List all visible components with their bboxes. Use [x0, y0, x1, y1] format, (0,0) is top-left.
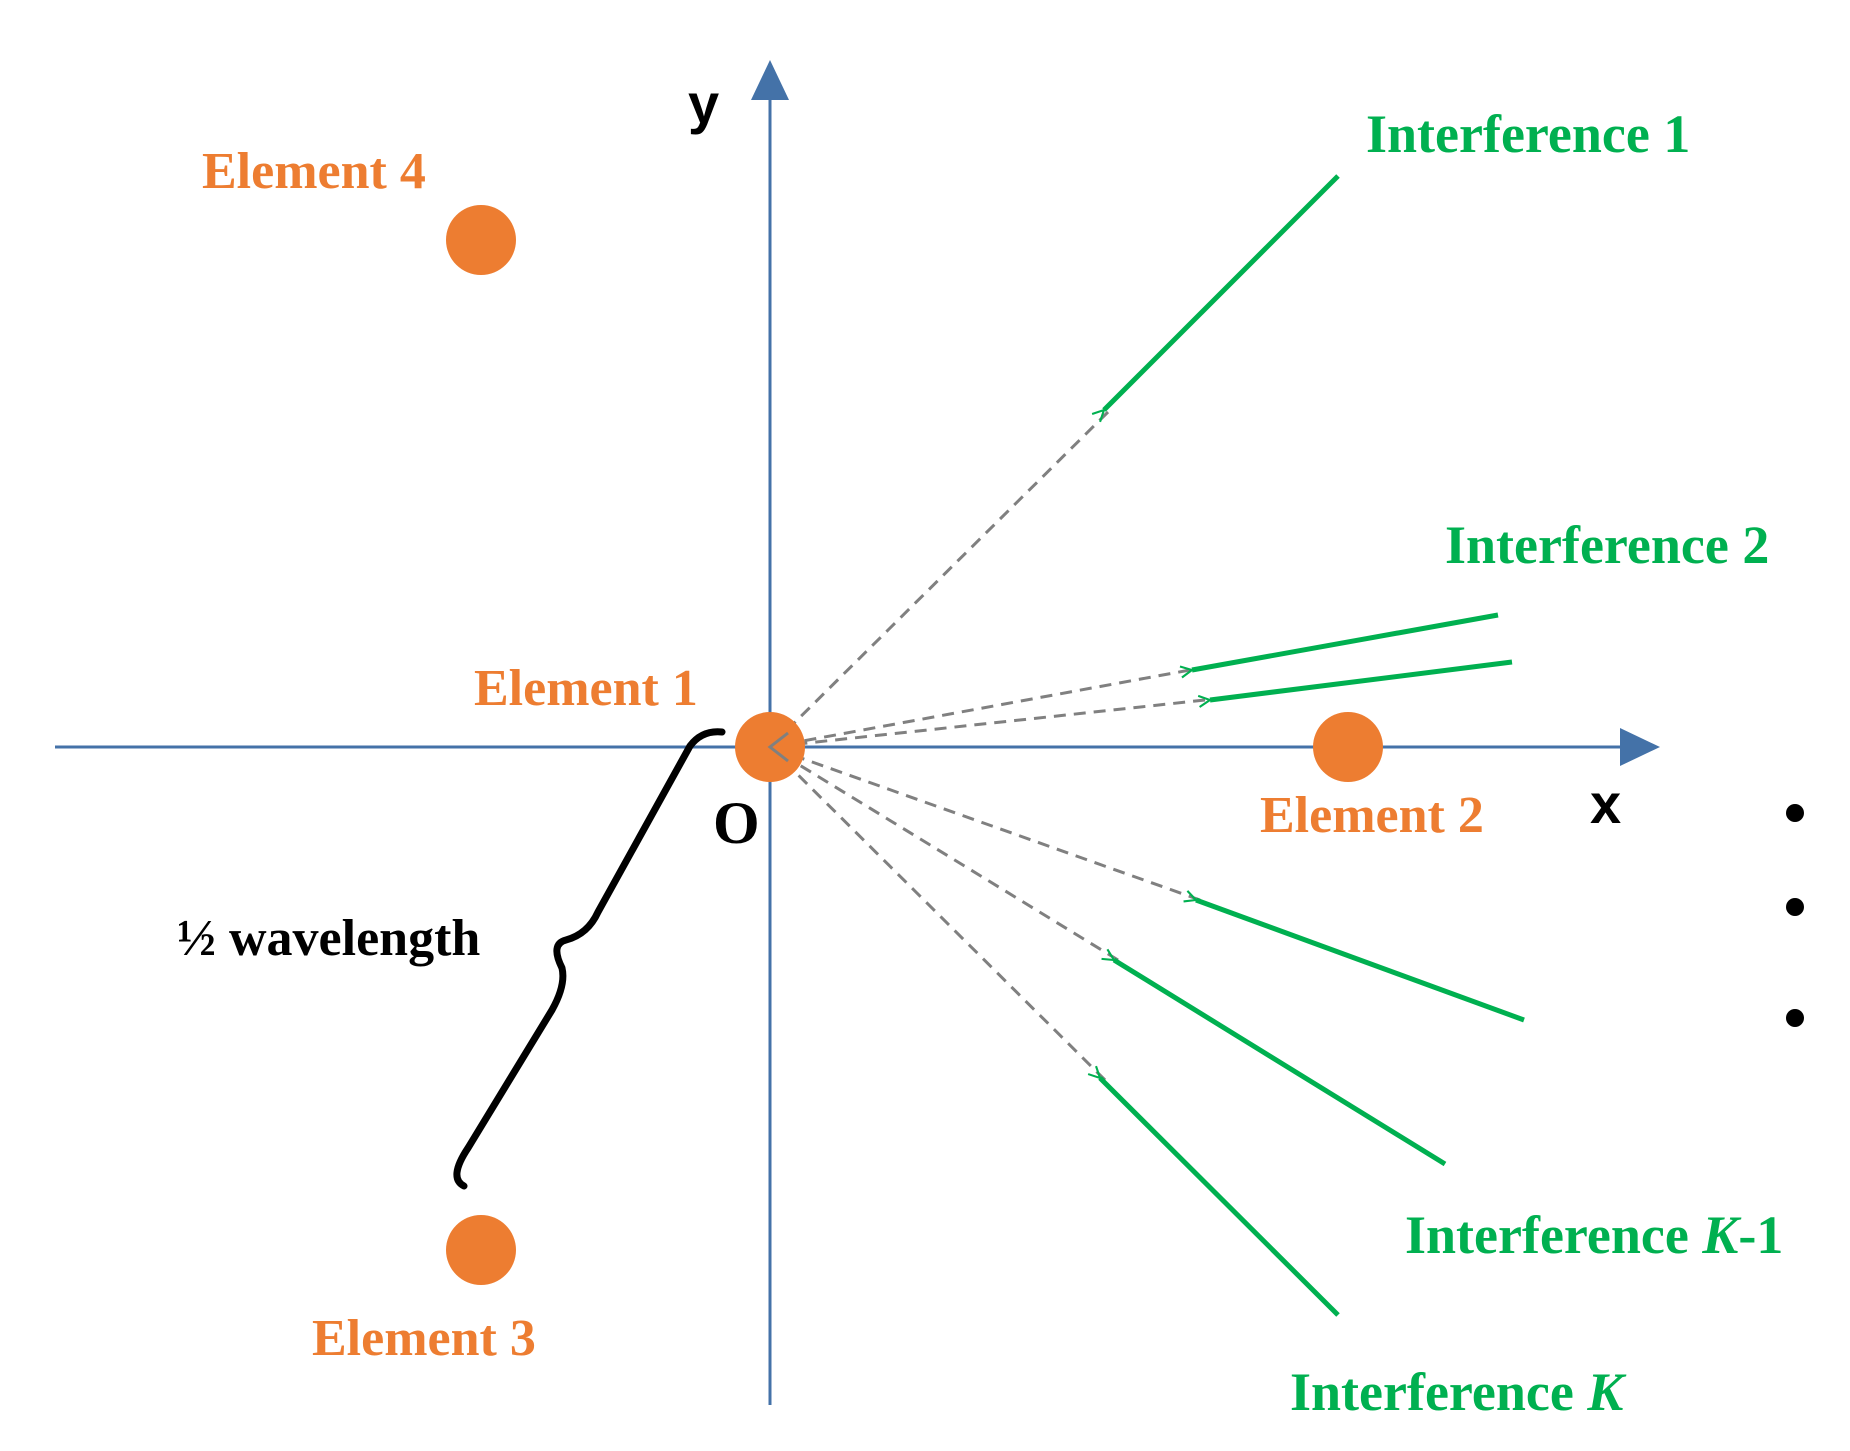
dashed-line-1: [768, 410, 1110, 749]
interference-k-minus-1-label: Interference K-1: [1405, 1205, 1783, 1265]
element-4-label: Element 4: [202, 143, 426, 200]
interference-k-label: Interference K: [1290, 1362, 1627, 1422]
interference-2-arrow-b: [1210, 659, 1513, 700]
dashed-line-2a: [769, 668, 1191, 749]
interference-labels: Interference 1 Interference 2 Interferen…: [1290, 104, 1783, 1422]
x-axis-arrowhead-icon: [1620, 728, 1660, 766]
element-4-dot: [446, 205, 516, 275]
ellipsis-dot-3: [1786, 1009, 1804, 1027]
element-3-label: Element 3: [312, 1310, 536, 1367]
array-elements: Element 1 Element 2 Element 3 Element 4: [202, 143, 1484, 1367]
interference-2-label: Interference 2: [1445, 515, 1769, 575]
y-axis-label: y: [688, 72, 719, 135]
origin-arrowhead-icon: [767, 731, 789, 763]
dashed-line-k1a: [769, 745, 1201, 902]
interference-2-arrow-a: [1192, 612, 1499, 670]
interference-k1-arrow-a: [1196, 900, 1525, 1023]
dashed-line-2b: [769, 698, 1206, 749]
interference-k1-arrow-b: [1114, 960, 1447, 1167]
interference-1-label: Interference 1: [1366, 104, 1690, 164]
element-1-label: Element 1: [474, 660, 698, 717]
dashed-line-k1b: [769, 745, 1119, 962]
ellipsis-dot-1: [1786, 804, 1804, 822]
vertical-ellipsis-icon: [1786, 804, 1804, 1027]
interference-arrows: [1100, 174, 1525, 1317]
dashed-propagation-lines: [768, 410, 1206, 1082]
element-2-label: Element 2: [1260, 787, 1484, 844]
half-wavelength-brace-icon: [453, 728, 726, 1190]
axes: y x O: [55, 60, 1660, 1405]
ellipsis-dot-2: [1786, 898, 1804, 916]
interference-1-arrow: [1104, 174, 1340, 410]
y-axis-arrowhead-icon: [751, 60, 789, 100]
origin-label: O: [713, 790, 760, 856]
dashed-line-k: [768, 745, 1107, 1082]
element-2-dot: [1313, 712, 1383, 782]
half-wavelength-label: ½ wavelength: [177, 910, 480, 967]
element-3-dot: [446, 1215, 516, 1285]
x-axis-label: x: [1590, 772, 1621, 835]
interference-k-arrow: [1100, 1078, 1340, 1317]
